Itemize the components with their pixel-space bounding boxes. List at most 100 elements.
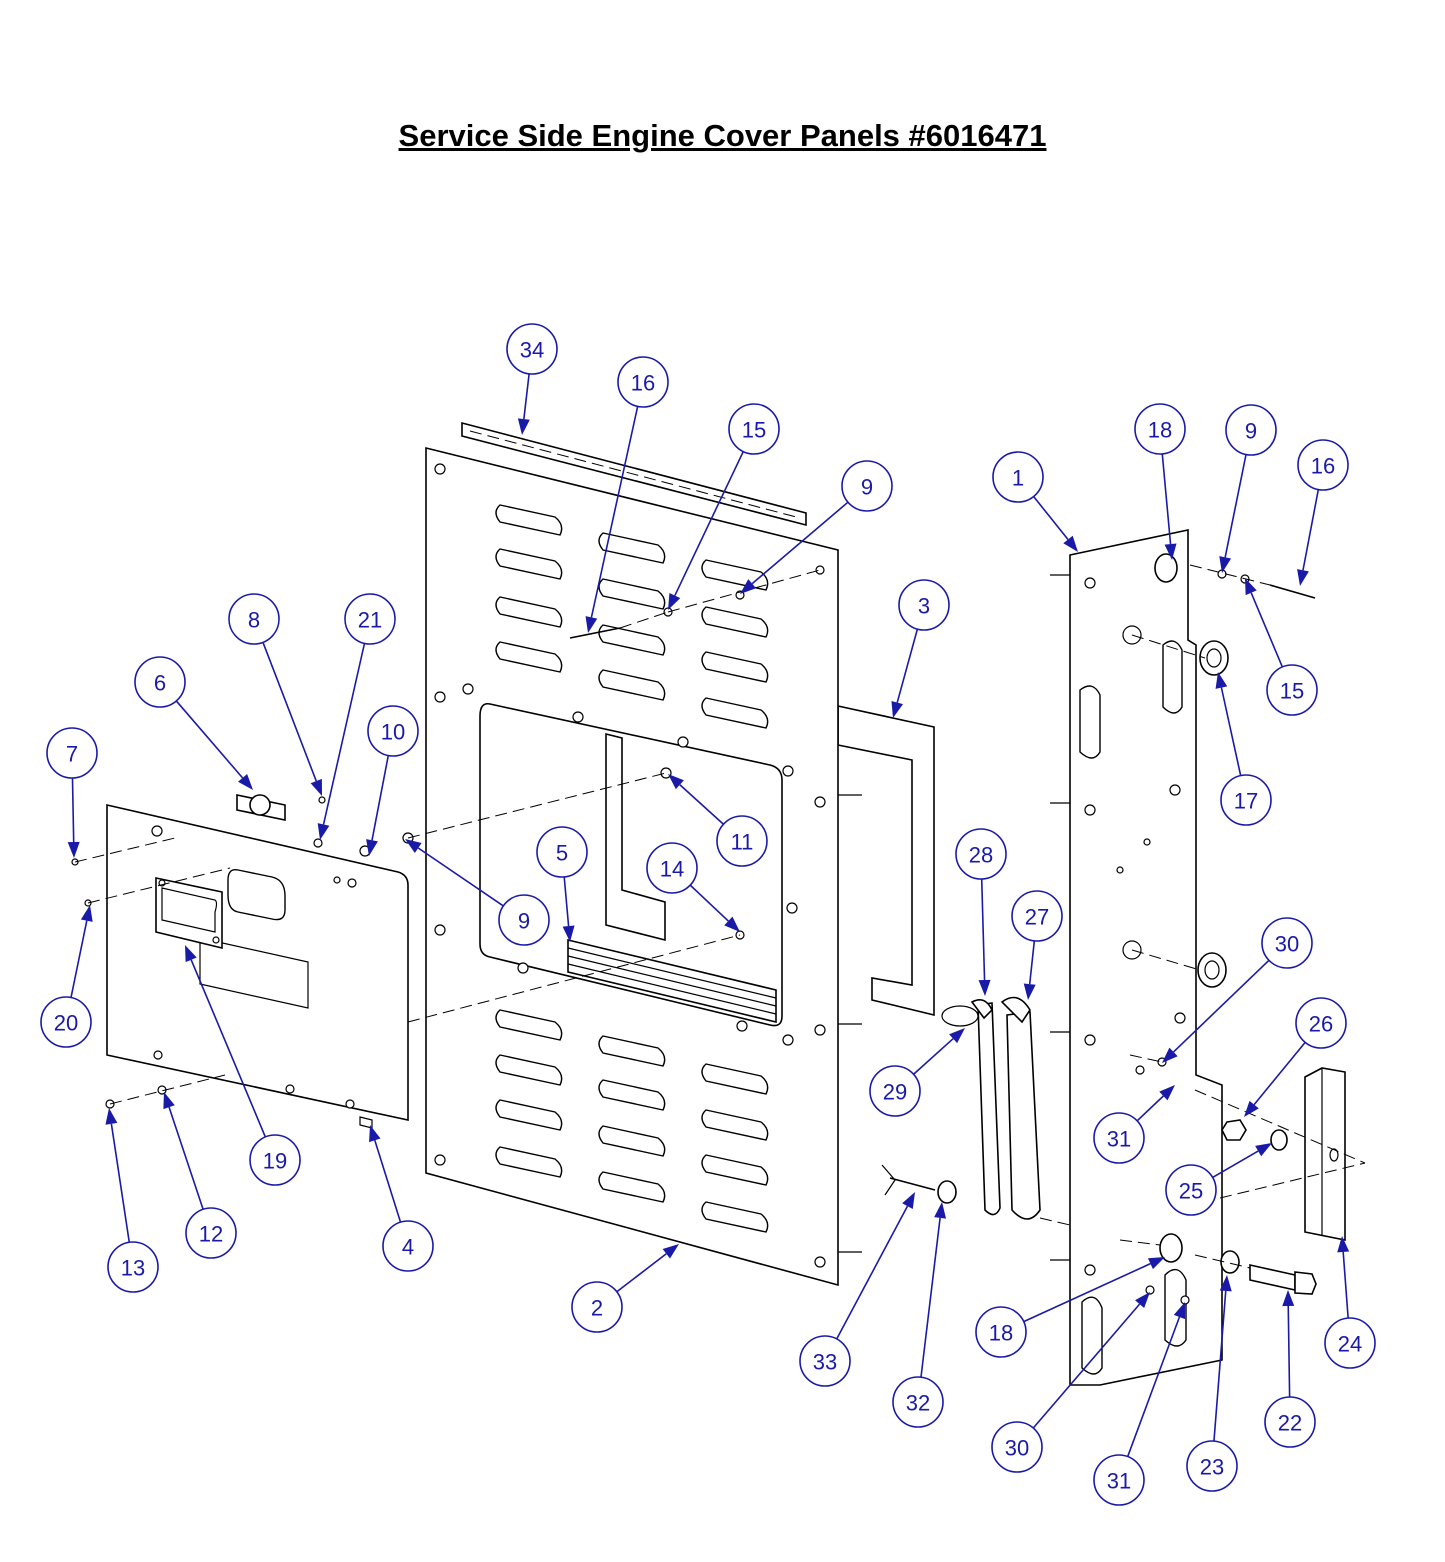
callout-leader (71, 777, 75, 843)
callout-c7: 7 (46, 727, 98, 858)
callout-c5: 5 (536, 826, 588, 942)
callout-c15a: 15 (668, 403, 780, 610)
callout-circle (1295, 997, 1347, 1049)
callout-leader (1342, 1251, 1349, 1319)
panel-fastener-holes (434, 463, 826, 1268)
callout-label: 31 (1107, 1469, 1131, 1494)
callout-c9b: 9 (1219, 404, 1277, 573)
part-small-bracket (236, 794, 286, 821)
callout-label: 20 (54, 1011, 78, 1036)
callout-circle (1225, 404, 1277, 456)
callout-leader (1032, 1303, 1141, 1429)
callout-arrowhead (366, 839, 378, 856)
part-latch-clips (1154, 553, 1183, 1263)
callout-c27: 27 (1011, 890, 1063, 1000)
callout-label: 4 (402, 1235, 414, 1260)
callout-c11: 11 (668, 774, 768, 867)
callout-arrowhead (185, 945, 197, 963)
callout-c16a: 16 (585, 356, 669, 633)
callout-c12: 12 (163, 1092, 237, 1259)
callout-c16b: 16 (1297, 439, 1349, 586)
callout-circle (646, 842, 698, 894)
callout-leader (523, 373, 530, 420)
callout-c29: 29 (869, 1028, 965, 1117)
callout-arrowhead (1164, 543, 1177, 560)
callout-circle (841, 460, 893, 512)
callout-c14: 14 (646, 842, 740, 932)
callout-arrowhead (1297, 569, 1309, 586)
callout-circle (536, 826, 588, 878)
part-side-panel (1050, 529, 1223, 1386)
callout-circle (185, 1207, 237, 1259)
callout-leader (1213, 1290, 1227, 1442)
callout-arrowhead (562, 925, 575, 942)
callout-leader (417, 847, 504, 907)
callout-c21: 21 (317, 593, 396, 840)
callout-label: 6 (154, 671, 166, 696)
callout-c17: 17 (1215, 672, 1272, 826)
callout-label: 29 (883, 1080, 907, 1105)
callout-leader (590, 406, 639, 618)
callout-leader (616, 1253, 667, 1293)
callout-label: 33 (813, 1350, 837, 1375)
callout-circle (1093, 1112, 1145, 1164)
callout-arrowhead (517, 418, 530, 435)
callout-circle (892, 1376, 944, 1428)
callout-label: 9 (861, 475, 873, 500)
callout-leader (70, 920, 88, 998)
callout-arrowhead (1159, 1085, 1175, 1101)
callout-circle (728, 403, 780, 455)
callout-arrowhead (978, 979, 991, 996)
callout-circle (617, 356, 669, 408)
callout-circle (898, 579, 950, 631)
callout-leader (1028, 940, 1036, 985)
callout-label: 15 (742, 418, 766, 443)
callout-circle (1324, 1317, 1376, 1369)
callout-circle (40, 996, 92, 1048)
callout-leader (374, 1140, 402, 1223)
callout-c31a: 31 (1093, 1085, 1175, 1164)
callout-c26: 26 (1244, 997, 1347, 1117)
callout-arrowhead (1255, 1143, 1272, 1157)
callout-leader (371, 755, 390, 841)
callout-label: 21 (358, 608, 382, 633)
callout-c1: 1 (992, 451, 1078, 552)
callout-arrowhead (317, 823, 330, 840)
callout-leader (190, 959, 267, 1138)
callout-circle (344, 593, 396, 645)
callout-arrowhead (369, 1125, 381, 1143)
callout-circle (134, 656, 186, 708)
callout-circle (1261, 917, 1313, 969)
callout-arrowhead (1282, 1290, 1295, 1307)
part-rod-washer (881, 1164, 957, 1204)
callout-c28: 28 (955, 828, 1007, 996)
callout-leader (168, 1106, 204, 1210)
callout-c9c: 9 (405, 839, 550, 946)
part-latch-housing (155, 877, 223, 950)
callout-c33: 33 (799, 1192, 915, 1387)
callout-label: 10 (381, 720, 405, 745)
callout-circle (1186, 1440, 1238, 1492)
callout-c23: 23 (1186, 1275, 1238, 1492)
callout-label: 30 (1005, 1436, 1029, 1461)
callout-label: 3 (918, 594, 930, 619)
callout-leader (689, 884, 729, 922)
callout-leader (674, 451, 744, 596)
callout-leader (920, 1217, 941, 1378)
callout-leader (980, 878, 986, 981)
part-wrenches (941, 996, 1041, 1220)
callout-label: 11 (731, 830, 754, 855)
callout-circle (571, 1281, 623, 1333)
callout-label: 14 (660, 857, 684, 882)
callout-label: 31 (1107, 1127, 1131, 1152)
callout-arrowhead (1135, 1292, 1150, 1309)
callout-leader (1220, 687, 1242, 776)
callout-arrowhead (891, 700, 904, 718)
part-back-frame (837, 705, 935, 1017)
callout-arrowhead (1219, 556, 1232, 573)
callout-leader (1136, 1095, 1164, 1122)
callout-circle (249, 1134, 301, 1186)
callout-circle (367, 705, 419, 757)
callout-leader (1161, 453, 1172, 545)
